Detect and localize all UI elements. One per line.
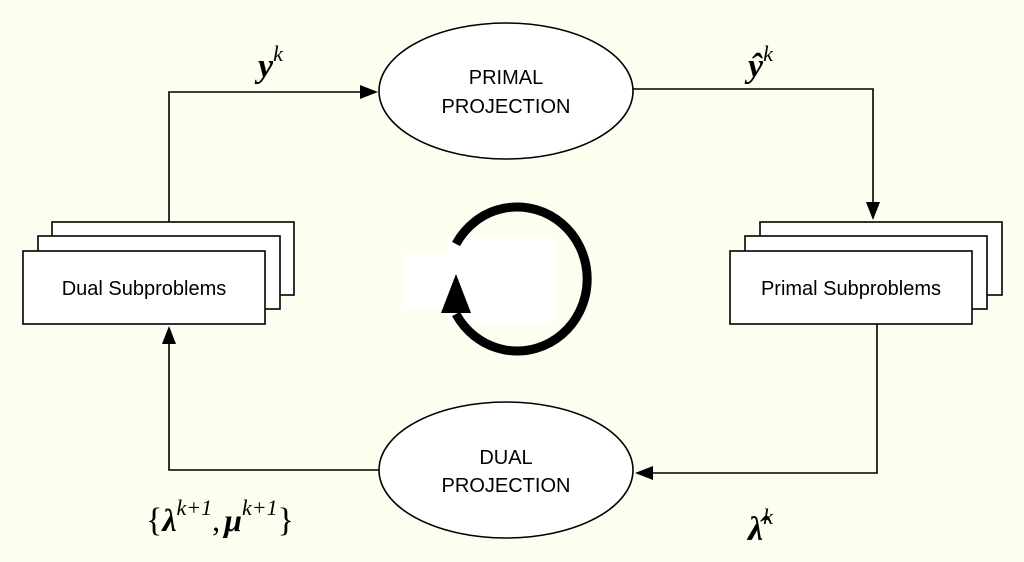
arrow-y-to-primal-projection <box>168 85 378 222</box>
label-multiplier-set: {λk+1,μk+1} <box>146 495 294 539</box>
arrow-lambdahat-to-dual-projection <box>635 324 878 480</box>
label-y-k: yk <box>254 41 284 85</box>
primal-projection-label-line1: PRIMAL <box>469 67 543 89</box>
arrow-yhat-to-primal-subproblems <box>633 88 880 220</box>
primal-projection-node: PRIMAL PROJECTION <box>378 22 634 160</box>
primal-subproblems-label: Primal Subproblems <box>761 278 941 300</box>
arrow-multipliers-to-dual-subproblems <box>162 326 379 471</box>
dual-projection-node: DUAL PROJECTION <box>378 401 634 539</box>
label-lambdahat-k: λ̂k <box>746 504 774 548</box>
primal-projection-label-line2: PROJECTION <box>442 96 571 118</box>
dual-subproblems-label: Dual Subproblems <box>62 278 227 300</box>
label-yhat-k: ŷk <box>744 41 774 85</box>
cycle-icon <box>403 202 592 356</box>
dual-subproblems-stack: Dual Subproblems <box>22 221 295 325</box>
primal-subproblems-stack: Primal Subproblems <box>729 221 1003 325</box>
dual-projection-label-line2: PROJECTION <box>442 475 571 497</box>
dual-projection-label-line1: DUAL <box>479 447 532 469</box>
